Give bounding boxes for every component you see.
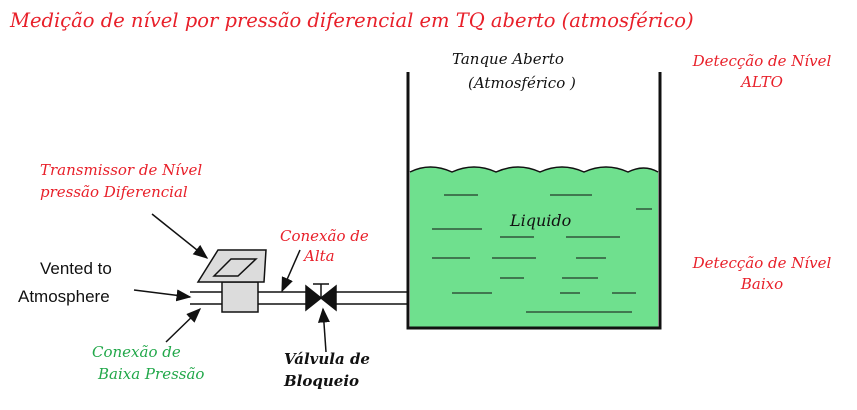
vent-pipe (190, 291, 222, 305)
low-connection-label-sub: Baixa Pressão (97, 365, 204, 383)
tank-label-sub: (Atmosférico ) (468, 74, 576, 92)
high-connection-label-sub: Alta (302, 247, 335, 265)
valve-label-sub: Bloqueio (283, 372, 359, 390)
vented-label-sub: Atmosphere (18, 287, 110, 306)
tank-label: Tanque Aberto (452, 50, 564, 68)
liquid-dashes (432, 194, 652, 313)
valve-label: Válvula de (284, 350, 370, 368)
liquid-surface-waves (409, 166, 659, 173)
diagram-title: Medição de nível por pressão diferencial… (9, 9, 694, 32)
transmitter-icon (196, 249, 267, 313)
tank-walls (406, 72, 662, 330)
low-level-label: Detecção de Nível (692, 254, 832, 272)
low-connection-label: Conexão de (92, 343, 181, 361)
low-level-label-sub: Baixo (740, 275, 783, 293)
transmitter-label-sub: pressão Diferencial (40, 183, 188, 201)
liquid-label: Liquido (509, 211, 571, 230)
transmitter-label: Transmissor de Nível (40, 161, 202, 179)
vented-label: Vented to (40, 259, 112, 278)
high-connection-label: Conexão de (280, 227, 369, 245)
high-level-label-sub: ALTO (739, 73, 783, 91)
block-valve-icon (305, 283, 337, 312)
high-level-label: Detecção de Nível (692, 52, 832, 70)
leader-arrows (133, 213, 330, 353)
liquid-body (410, 167, 658, 327)
